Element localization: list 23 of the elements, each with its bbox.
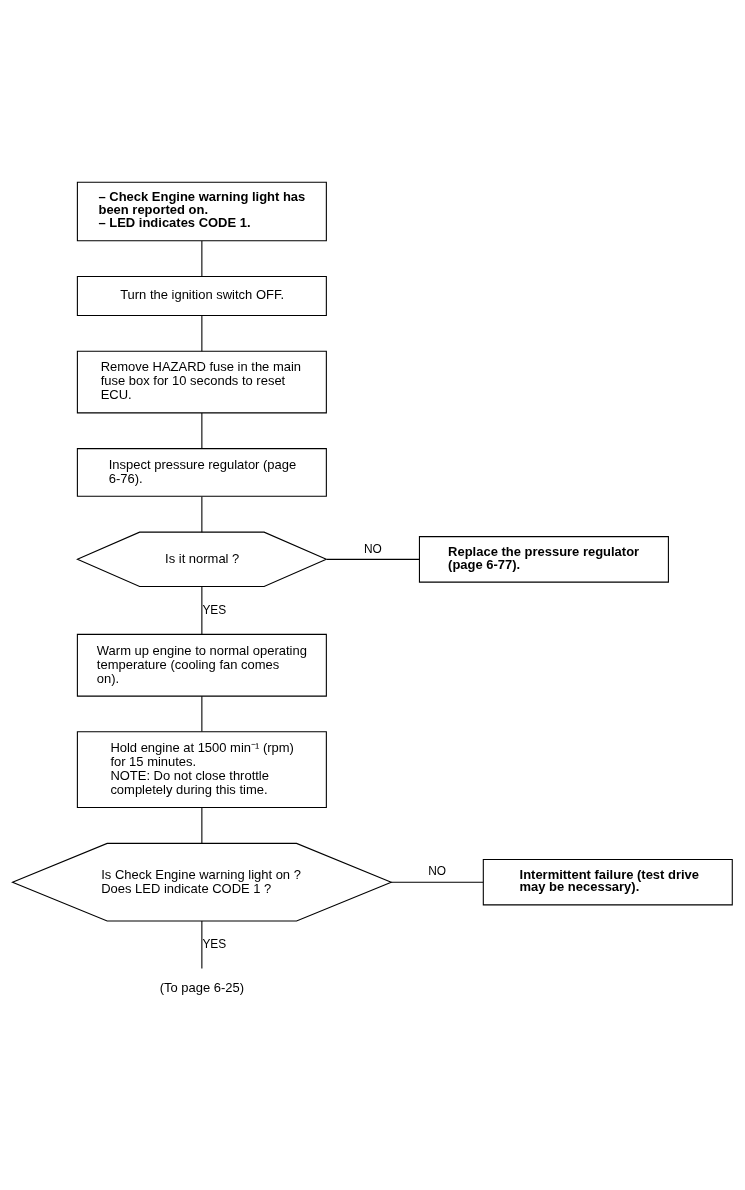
edge-label: YES xyxy=(202,602,227,617)
connector xyxy=(201,412,203,449)
node-box: Hold engine at 1500 min⁻¹ (rpm) for 15 minutes. NOTE: Do not close throttle completely during this time. xyxy=(76,731,327,809)
node-box: – Check Engine warning light has been reported on. – LED indicates CODE 1. xyxy=(76,181,327,242)
node-box: Replace the pressure regulator (page 6-77). xyxy=(418,536,669,583)
connector xyxy=(201,240,203,277)
connector xyxy=(201,807,203,844)
connector xyxy=(201,315,203,352)
edge-label: NO xyxy=(363,541,382,556)
edge-label: NO xyxy=(428,864,447,879)
connector xyxy=(201,496,203,533)
node-text: (To page 6-25) xyxy=(159,979,245,995)
connector xyxy=(201,695,203,733)
edge-label: YES xyxy=(202,936,227,951)
node-box: Inspect pressure regulator (page 6-76). xyxy=(76,448,327,497)
node-box: Intermittent failure (test drive may be necessary). xyxy=(482,858,733,906)
connector xyxy=(201,920,203,969)
node-box: Warm up engine to normal operating temperature (cooling fan comes on). xyxy=(76,633,327,697)
connector xyxy=(201,586,203,635)
connector xyxy=(390,881,484,883)
node-box: Turn the ignition switch OFF. xyxy=(76,275,327,316)
connector xyxy=(326,558,420,560)
node-box: Remove HAZARD fuse in the main fuse box for 10 seconds to reset ECU. xyxy=(76,350,327,414)
